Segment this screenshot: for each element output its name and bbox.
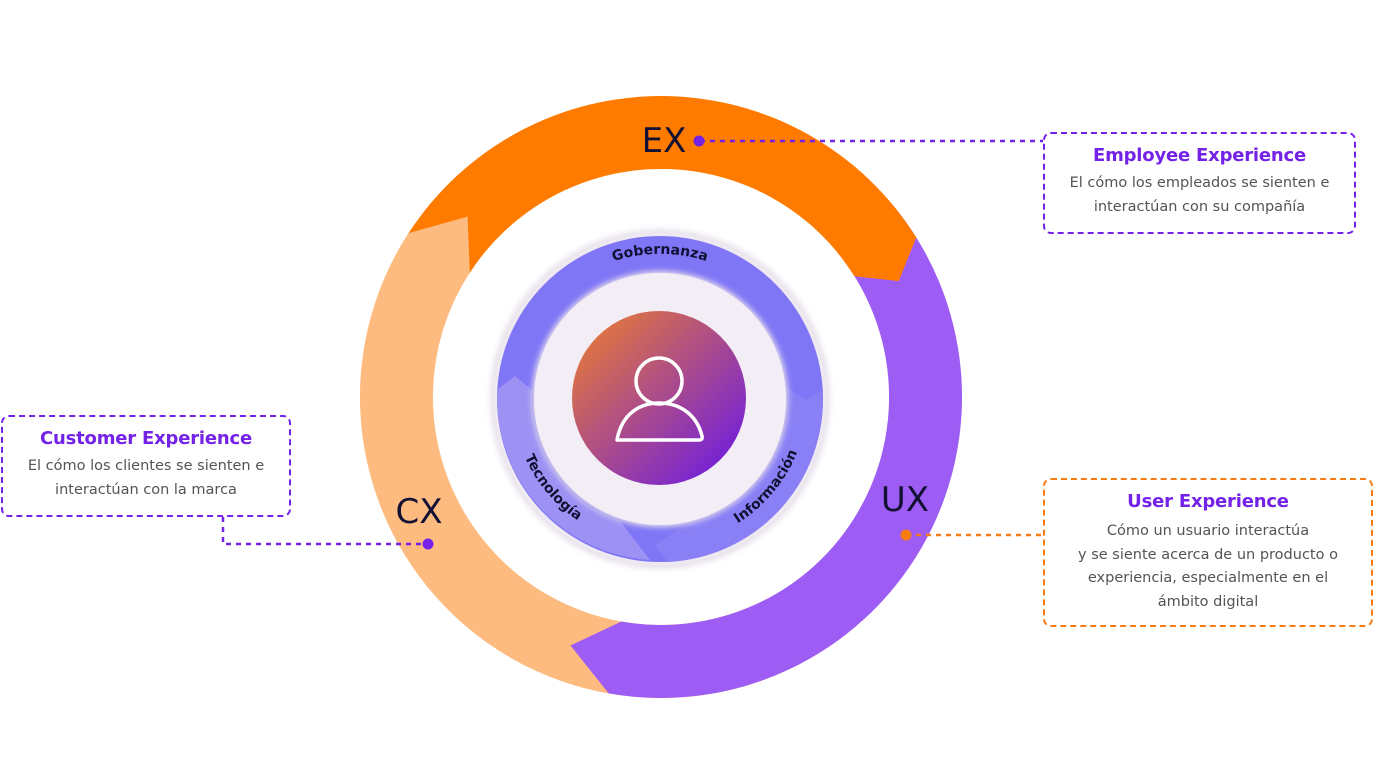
user-experience-card: User Experience Cómo un usuario interact… [1043, 478, 1373, 627]
center-badge [572, 311, 746, 485]
inner-ring-left-segment [497, 376, 650, 560]
card-description: El cómo los clientes se sienten e intera… [27, 458, 265, 498]
outer-cycle [359, 96, 963, 699]
card-title: Employee Experience [1092, 145, 1307, 166]
center-circle [572, 311, 746, 485]
inner-ring-right-segment [655, 388, 824, 562]
card-description: El cómo los empleados se sienten e inter… [1069, 175, 1330, 215]
inner-label-gobernanza: Gobernanza [610, 242, 710, 265]
ex-arc [408, 96, 917, 282]
employee-experience-card: Employee Experience El cómo los empleado… [1043, 132, 1356, 234]
ux-connector-dot [900, 529, 912, 541]
user-icon [615, 356, 704, 442]
ex-connector [693, 135, 1045, 147]
cx-connector-dot [422, 538, 434, 550]
ex-connector-dot [693, 135, 705, 147]
ux-label: UX [881, 480, 929, 520]
ux-arc [570, 203, 963, 698]
cx-label: CX [395, 492, 442, 532]
card-description: Cómo un usuario interactúa y se siente a… [1078, 523, 1338, 610]
ex-label: EX [642, 121, 687, 161]
cx-connector [221, 517, 434, 550]
card-title: User Experience [1127, 491, 1289, 512]
ux-connector [900, 529, 1045, 541]
card-title: Customer Experience [40, 428, 252, 449]
customer-experience-card: Customer Experience El cómo los clientes… [1, 415, 291, 517]
cx-arc [359, 210, 803, 699]
